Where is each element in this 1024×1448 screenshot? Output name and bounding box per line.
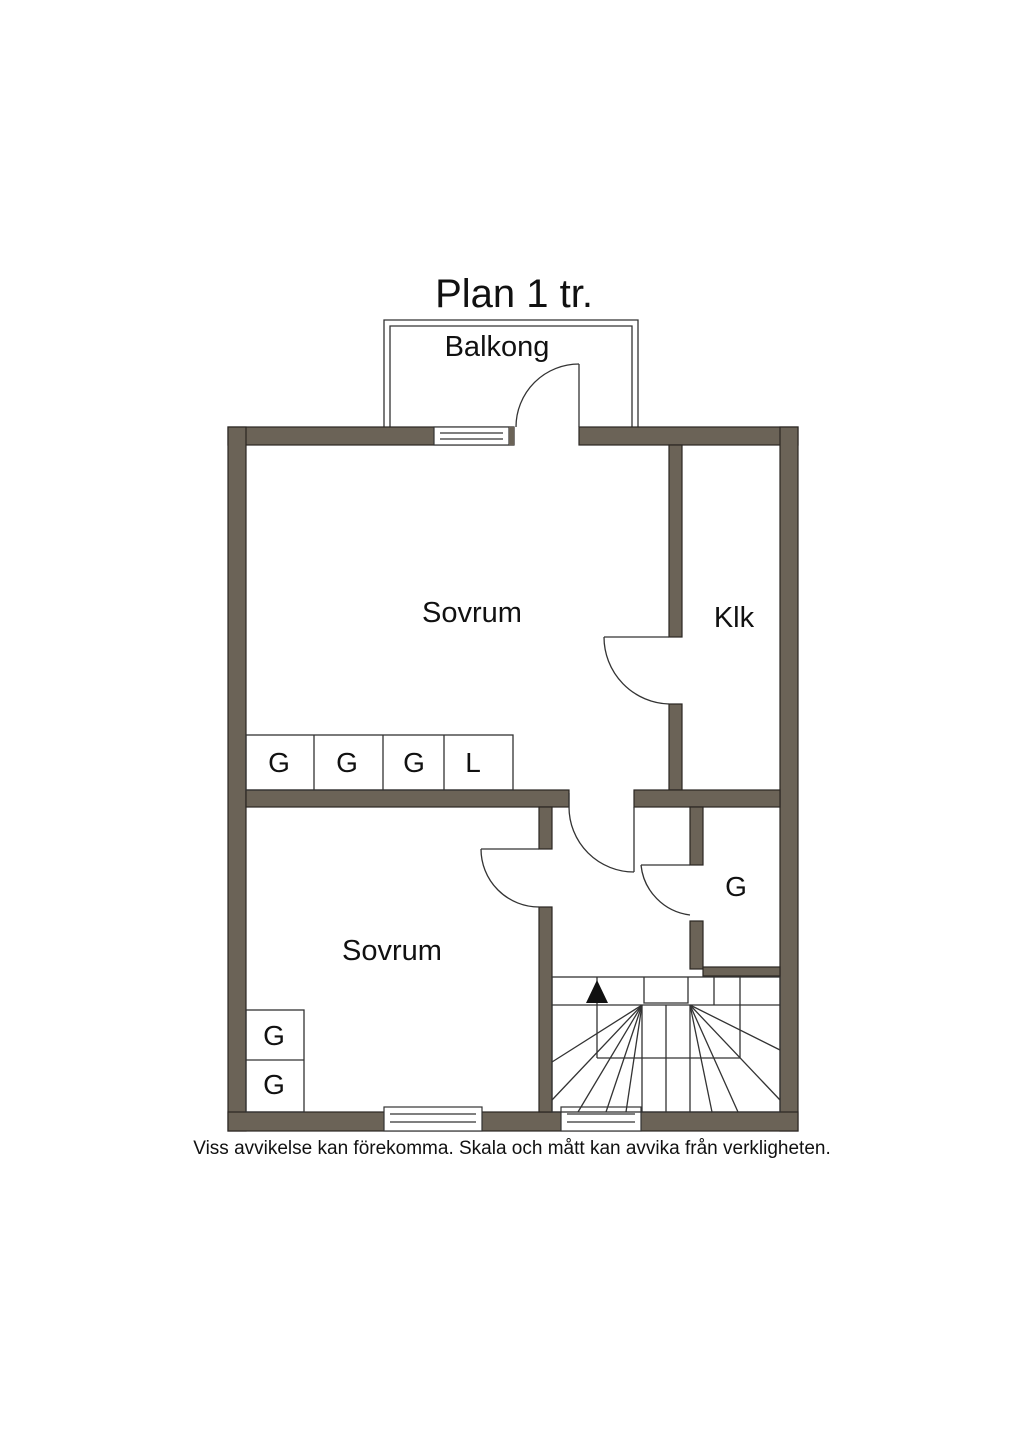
closet-lower <box>245 1009 305 1113</box>
walls <box>227 426 799 1132</box>
disclaimer-text: Viss avvikelse kan förekomma. Skala och … <box>193 1138 831 1159</box>
closet-label-lower-1: G <box>263 1020 285 1051</box>
window-bottom-left <box>383 1106 483 1132</box>
window-top <box>433 426 514 446</box>
room-label-bedroom-lower: Sovrum <box>342 935 442 967</box>
door-balcony <box>515 363 580 428</box>
closet-label-lower-2: G <box>263 1069 285 1100</box>
window-bottom-stair <box>560 1106 642 1132</box>
closet-label-2: G <box>336 747 358 778</box>
closet-row <box>245 734 514 791</box>
stair-direction-arrow-icon <box>586 980 608 1003</box>
door-lower-bedroom <box>480 848 540 908</box>
closet-label-4: L <box>465 747 481 778</box>
door-hall-closet <box>640 864 691 916</box>
closet-label-hall: G <box>725 871 747 902</box>
balcony-railing <box>383 319 639 428</box>
staircase <box>551 976 781 1113</box>
room-label-bedroom-upper: Sovrum <box>422 597 522 629</box>
room-label-walk-in-closet: Klk <box>714 602 755 634</box>
closet-label-3: G <box>403 747 425 778</box>
closet-label-1: G <box>268 747 290 778</box>
door-hall <box>568 793 635 873</box>
room-label-balcony: Balkong <box>445 331 550 363</box>
plan-title: Plan 1 tr. <box>435 272 593 316</box>
door-klk <box>603 636 670 705</box>
